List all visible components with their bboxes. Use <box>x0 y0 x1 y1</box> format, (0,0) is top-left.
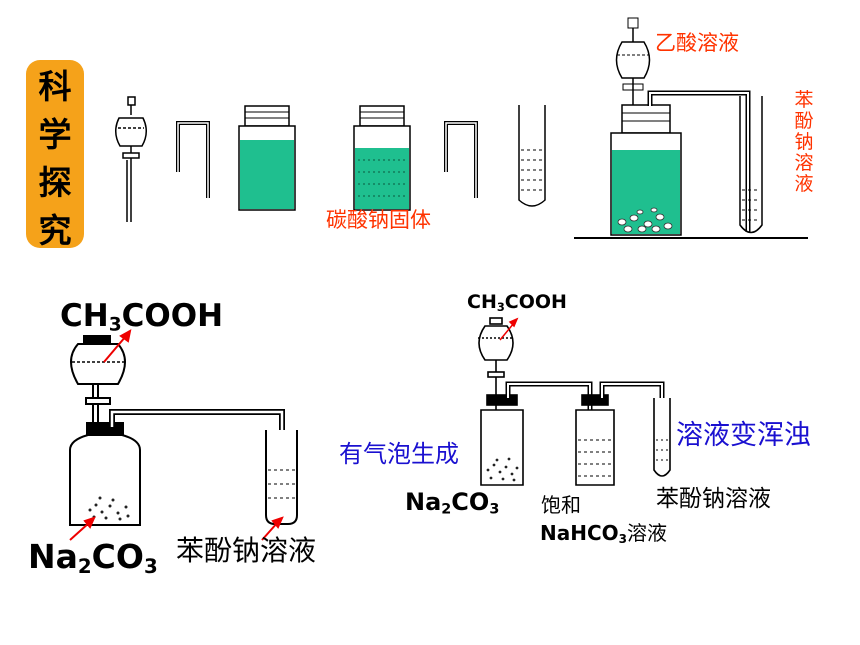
left-phenolate-label: 苯酚钠溶液 <box>176 534 317 567</box>
formula-part: NaHCO <box>540 521 619 545</box>
right-solid-powder <box>486 457 519 482</box>
left-sodium-carbonate-formula: Na2CO3 <box>28 540 158 577</box>
formula-part: CO <box>451 488 490 516</box>
vertical-char: 酚 <box>794 110 814 132</box>
formula-subscript: 3 <box>143 554 158 578</box>
right-apparatus <box>478 317 671 486</box>
bubbles-formed-label: 有气泡生成 <box>339 440 459 468</box>
top-bottle-1 <box>238 105 296 211</box>
left-label-arrows <box>69 329 284 541</box>
formula-subscript: 3 <box>618 532 628 546</box>
formula-part: COOH <box>121 298 224 334</box>
top-assembled-apparatus <box>574 17 808 239</box>
right-acetic-acid-formula: CH3COOH <box>467 293 567 313</box>
formula-part: CH <box>467 291 497 313</box>
label-phenolate-vertical: 苯 酚 钠 溶 液 <box>794 90 814 195</box>
top-bent-tube-2 <box>444 121 478 198</box>
badge-char: 科 <box>38 67 72 106</box>
formula-part: CO <box>91 537 144 576</box>
formula-subscript: 3 <box>108 314 122 336</box>
left-apparatus <box>69 335 298 526</box>
vertical-char: 苯 <box>794 89 814 111</box>
label-acetic-acid-solution: 乙酸溶液 <box>655 31 739 55</box>
left-acetic-acid-formula: CH3COOH <box>60 301 223 335</box>
formula-subscript: 3 <box>496 299 505 314</box>
right-label-arrows <box>499 317 519 341</box>
solution-turbid-label: 溶液变浑浊 <box>676 420 811 451</box>
formula-part: Na <box>405 488 442 516</box>
science-inquiry-badge: 科 学 探 究 <box>26 60 84 250</box>
vertical-char: 钠 <box>794 131 814 153</box>
formula-part: COOH <box>504 291 567 313</box>
formula-part: 溶液 <box>627 521 668 545</box>
formula-part: CH <box>60 298 109 334</box>
top-separatory-funnel <box>115 96 147 222</box>
label-sodium-carbonate-solid: 碳酸钠固体 <box>326 208 431 232</box>
vertical-char: 液 <box>794 173 814 195</box>
formula-subscript: 2 <box>77 554 92 578</box>
badge-char: 学 <box>38 115 72 154</box>
saturated-bicarbonate-label: NaHCO3溶液 <box>540 523 667 545</box>
vertical-char: 溶 <box>794 152 814 174</box>
saturated-label: 饱和 <box>541 493 581 517</box>
top-test-tube <box>518 105 546 207</box>
right-phenolate-label: 苯酚钠溶液 <box>656 486 771 512</box>
top-bottle-2 <box>353 105 411 211</box>
badge-char: 探 <box>38 163 72 202</box>
badge-char: 究 <box>38 211 72 250</box>
formula-subscript: 3 <box>489 501 500 518</box>
right-sodium-carbonate-formula: Na2CO3 <box>405 490 499 517</box>
formula-part: Na <box>28 537 78 576</box>
top-bent-tube-1 <box>176 121 210 198</box>
formula-subscript: 2 <box>441 501 452 518</box>
